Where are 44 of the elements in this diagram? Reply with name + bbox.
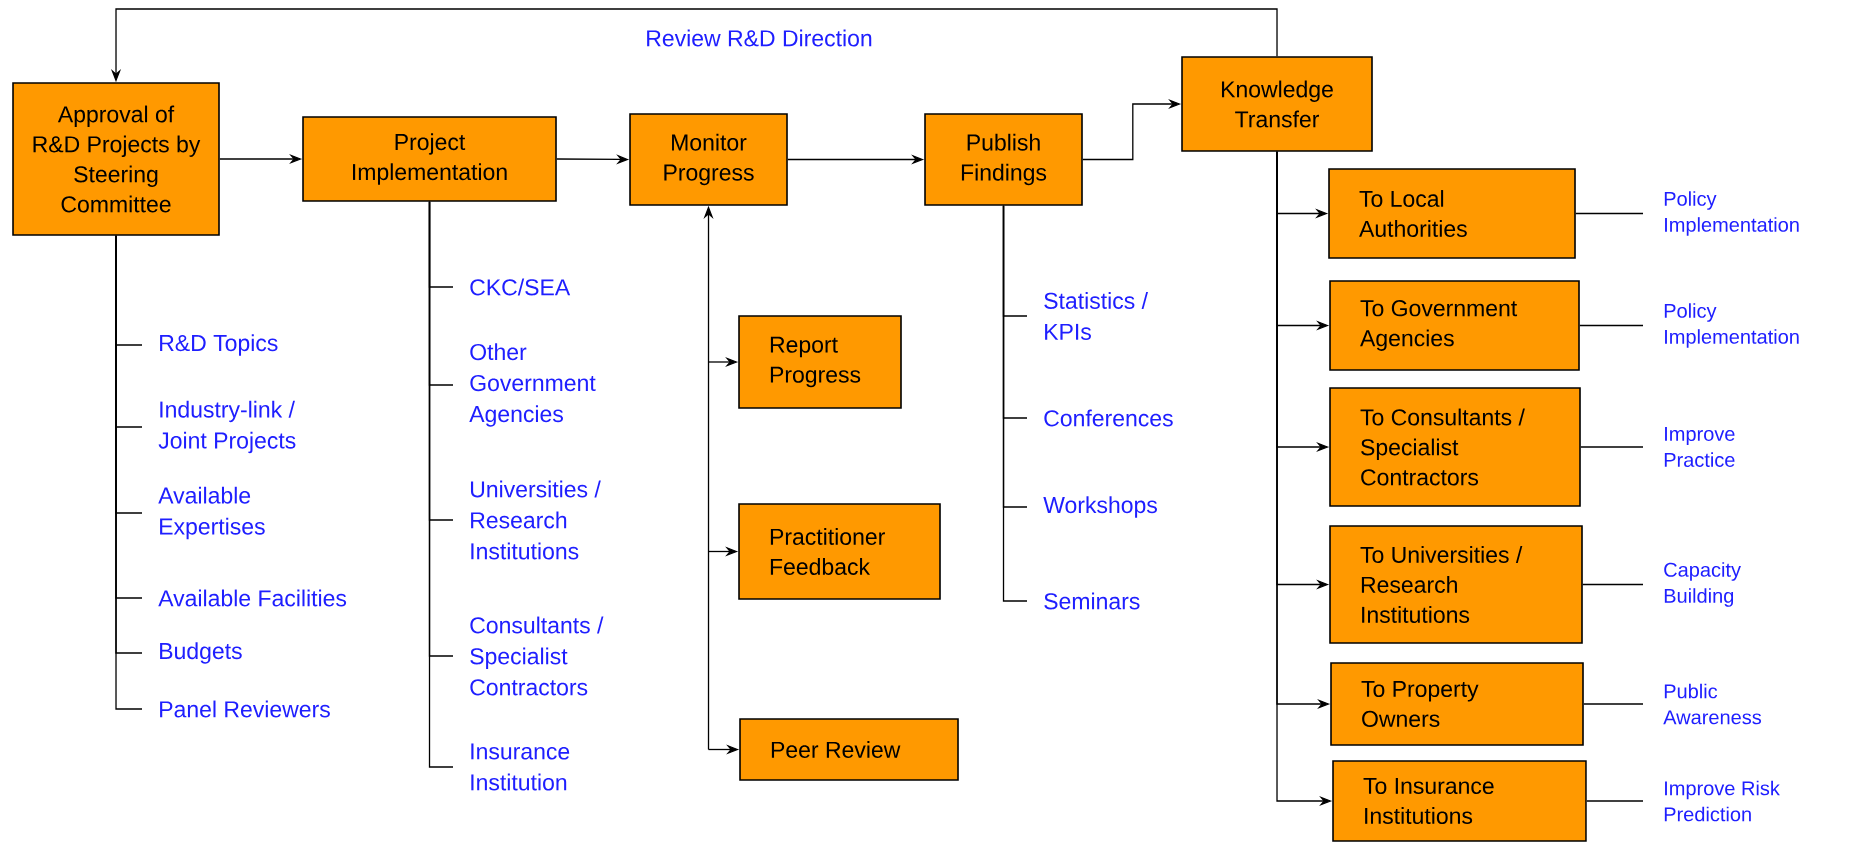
branch-label: Budgets: [160, 642, 242, 664]
connector-line: [1582, 583, 1644, 586]
outcome-label: Improve Practice: [1664, 427, 1735, 467]
outcome-label: Public Awareness: [1663, 683, 1762, 725]
outcome-label: Policy Implementation: [1664, 303, 1799, 348]
connector-line: [428, 201, 454, 768]
process-box: Publish Findings: [924, 113, 1083, 206]
process-box: Report Progress: [738, 315, 902, 409]
branch-label: Conferences: [1044, 409, 1173, 427]
branch-label: Seminars: [1044, 592, 1140, 610]
process-box: To Universities / Research Institutions: [1329, 525, 1583, 644]
connector-line: [1583, 703, 1644, 705]
branch-label: R&D Topics: [160, 334, 278, 356]
process-box: To Consultants / Specialist Contractors: [1329, 387, 1581, 507]
process-box: To Government Agencies: [1329, 280, 1580, 371]
branch-label: Universities / Research Institutions: [471, 480, 601, 560]
connector-line: [1575, 212, 1644, 215]
process-box: To Insurance Institutions: [1332, 760, 1587, 842]
branch-label: Consultants / Specialist Contractors: [470, 616, 604, 696]
process-box: Peer Review: [739, 718, 959, 781]
edge-label: Review R&D Direction: [643, 27, 875, 49]
connector-line: [1002, 205, 1028, 602]
process-box: Project Implementation: [302, 116, 557, 202]
branch-label: Other Government Agencies: [469, 343, 596, 427]
outcome-label: Improve Risk Prediction: [1664, 780, 1780, 822]
connector-line: [1586, 800, 1644, 802]
branch-label: Available Facilities: [158, 589, 347, 607]
process-box: To Local Authorities: [1328, 168, 1576, 259]
branch-label: Workshops: [1043, 496, 1157, 518]
branch-label: Insurance Institution: [471, 743, 570, 791]
branch-label: Statistics / KPIs: [1044, 292, 1148, 340]
process-box: Monitor Progress: [629, 113, 788, 206]
branch-label: Available Expertises: [158, 486, 265, 540]
process-box: To Property Owners: [1330, 662, 1584, 746]
process-box: Practitioner Feedback: [738, 503, 941, 600]
connector-line: [1579, 324, 1644, 327]
branch-label: Panel Reviewers: [160, 700, 330, 718]
process-box: Knowledge Transfer: [1181, 56, 1373, 152]
outcome-label: Capacity Building: [1664, 562, 1741, 607]
connector-line: [1580, 446, 1644, 448]
branch-label: CKC/SEA: [470, 278, 571, 296]
outcome-label: Policy Implementation: [1664, 191, 1799, 236]
branch-label: Industry-link / Joint Projects: [158, 400, 296, 454]
process-box: Approval of R&D Projects by Steering Committee: [12, 82, 220, 236]
